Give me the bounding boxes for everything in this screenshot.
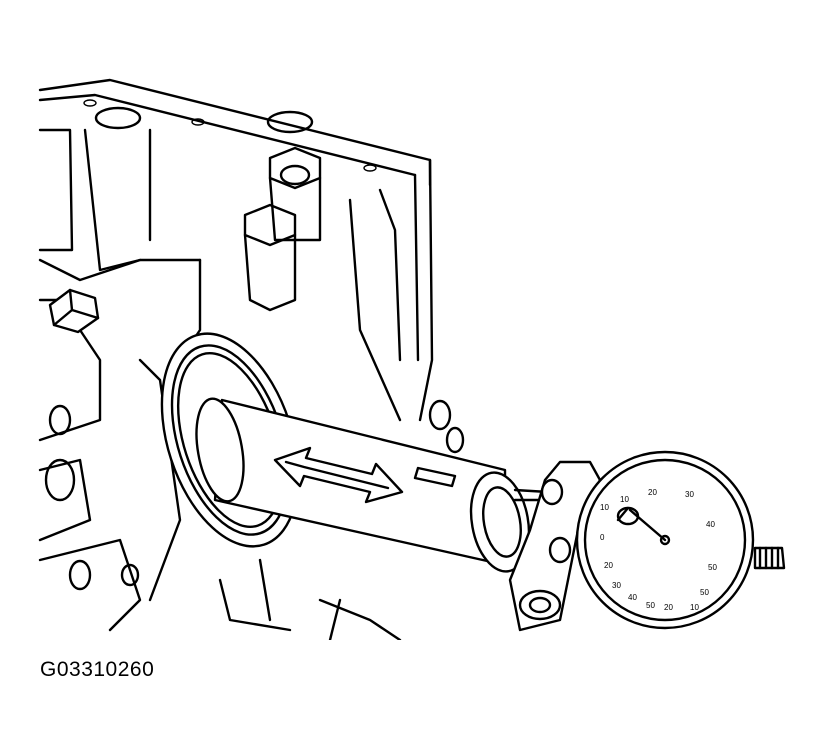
dial-label: 30 (612, 581, 621, 590)
double-arrow-icon (273, 446, 404, 504)
dial-label: 50 (646, 601, 655, 610)
service-illustration: 10 20 30 40 50 50 20 10 0 10 20 30 40 50 (38, 78, 786, 640)
dial-label: 40 (706, 520, 715, 529)
dial-label: 50 (708, 563, 717, 572)
dial-label: 10 (600, 503, 609, 512)
dial-label: 0 (600, 533, 605, 542)
dial-label: 30 (685, 490, 694, 499)
dial-label: 10 (620, 495, 629, 504)
dial-label: 20 (604, 561, 613, 570)
dial-indicator: 10 20 30 40 50 50 20 10 0 10 20 30 40 50 (508, 450, 786, 632)
dial-label: 50 (700, 588, 709, 597)
engine-block (38, 78, 465, 640)
dial-label: 20 (664, 603, 673, 612)
dial-label: 40 (628, 593, 637, 602)
dial-label: 20 (648, 488, 657, 497)
dial-label: 10 (690, 603, 699, 612)
figure-code: G03310260 (40, 658, 155, 681)
